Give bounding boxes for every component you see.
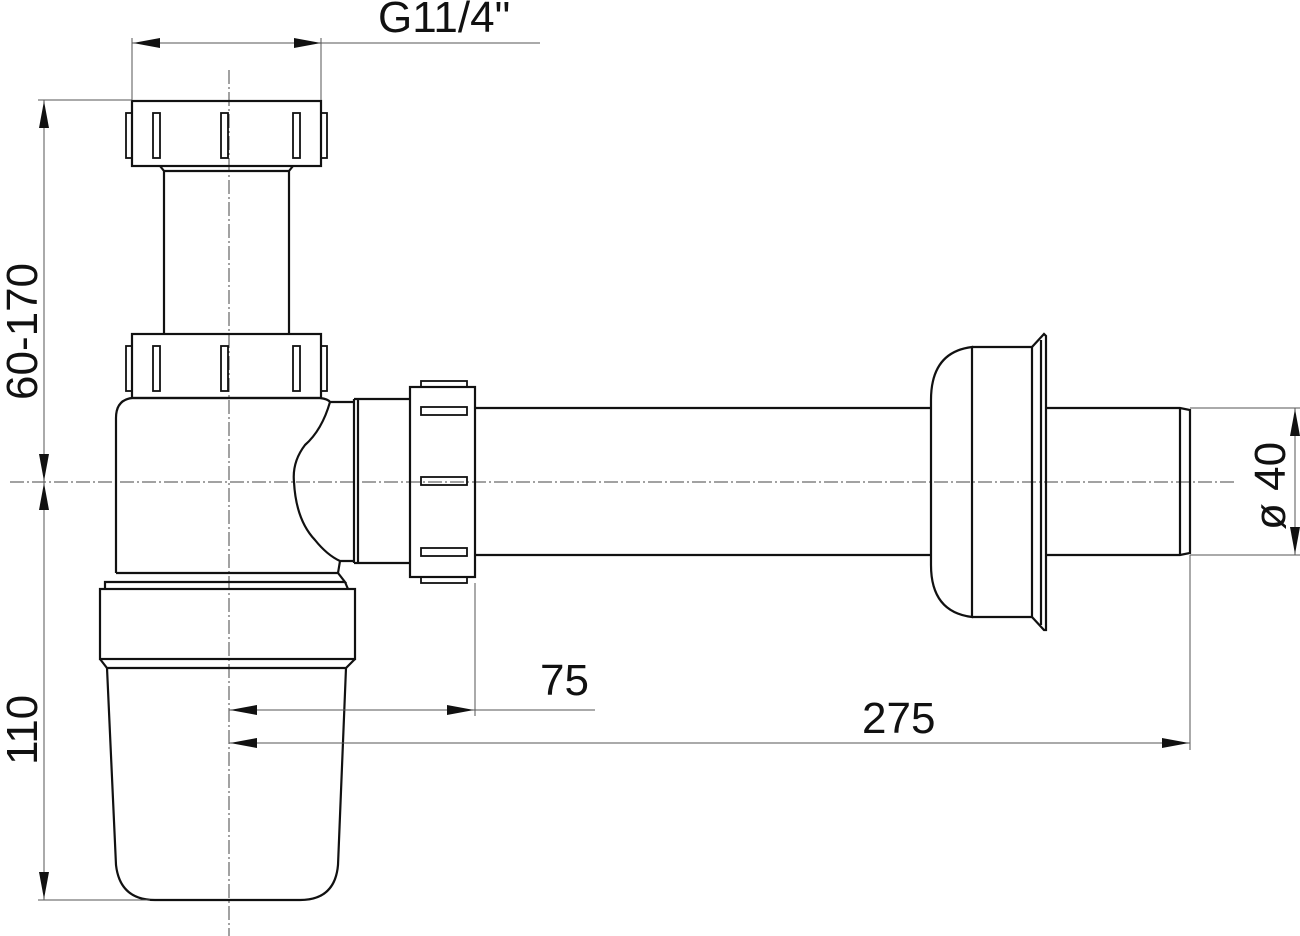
union-nut — [408, 380, 477, 584]
diameter-dimension — [1190, 407, 1300, 556]
height-dimensions — [38, 99, 150, 901]
length-label: 275 — [862, 694, 935, 743]
outlet-pipe — [475, 406, 931, 557]
outlet-adapter — [352, 397, 410, 565]
wall-escutcheon — [929, 332, 1048, 632]
lower-nut — [125, 332, 328, 400]
offset-dimension — [229, 583, 595, 716]
diameter-label: ø 40 — [1246, 442, 1295, 530]
siphon-body — [98, 396, 357, 902]
thread-label: G11/4" — [378, 0, 510, 42]
length-dimension — [229, 555, 1191, 750]
offset-label: 75 — [540, 656, 589, 705]
height-range-label: 60-170 — [0, 263, 47, 400]
top-nut — [125, 99, 328, 168]
tail-pipe — [1046, 406, 1192, 557]
thread-dimension — [131, 38, 540, 100]
riser-pipe — [159, 165, 294, 334]
bottom-height-label: 110 — [0, 695, 47, 765]
